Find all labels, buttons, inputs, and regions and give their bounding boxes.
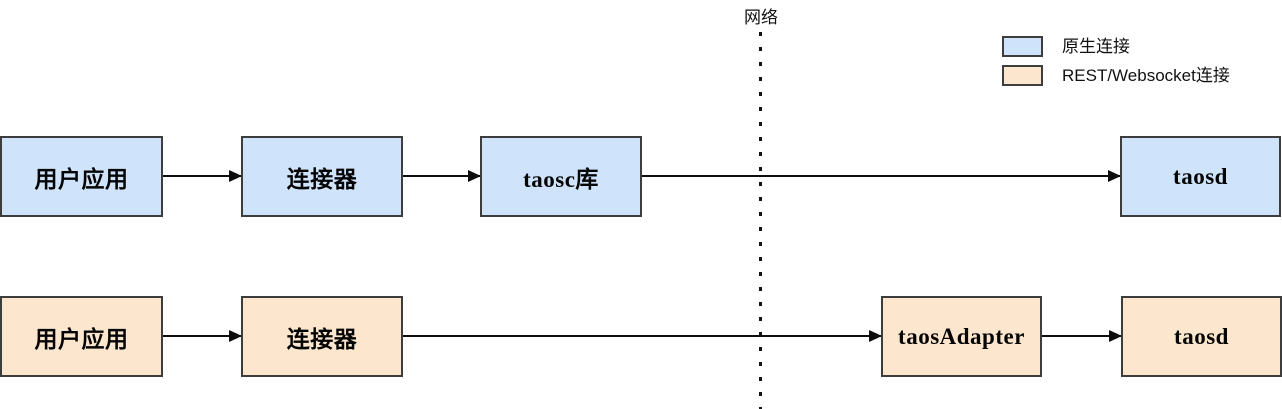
network-divider-label: 网络 [744,8,778,27]
arrow-taosc-to-taosd [642,170,1121,182]
arrow-app-to-connector-native [163,170,242,182]
legend-label-native: 原生连接 [1062,37,1130,56]
arrow-connector-to-taosc [403,170,481,182]
node-taosd-native: taosd [1120,136,1281,217]
node-connector-rest-label: 连接器 [286,326,358,352]
node-taosd-native-label: taosd [1173,163,1228,189]
network-divider-dotted-line [759,32,762,409]
arrow-adapter-to-taosd [1042,330,1122,342]
node-user-app-rest: 用户应用 [0,296,163,377]
legend-label-rest: REST/Websocket连接 [1062,66,1230,85]
node-connector-rest: 连接器 [241,296,403,377]
node-taosadapter: taosAdapter [881,296,1042,377]
node-user-app-rest-label: 用户应用 [34,326,129,352]
node-user-app-native: 用户应用 [0,136,163,217]
legend-swatch-native [1002,36,1043,57]
node-taosd-rest-label: taosd [1174,323,1229,349]
node-connector-native: 连接器 [241,136,403,217]
node-connector-native-label: 连接器 [286,166,358,192]
legend-swatch-rest [1002,65,1043,86]
node-taosadapter-label: taosAdapter [898,323,1025,349]
arrow-connector-to-adapter [403,330,882,342]
node-taosd-rest: taosd [1121,296,1282,377]
node-taosc: taosc库 [480,136,642,217]
arrow-app-to-connector-rest [163,330,242,342]
node-user-app-native-label: 用户应用 [34,166,129,192]
node-taosc-label: taosc库 [523,166,599,192]
